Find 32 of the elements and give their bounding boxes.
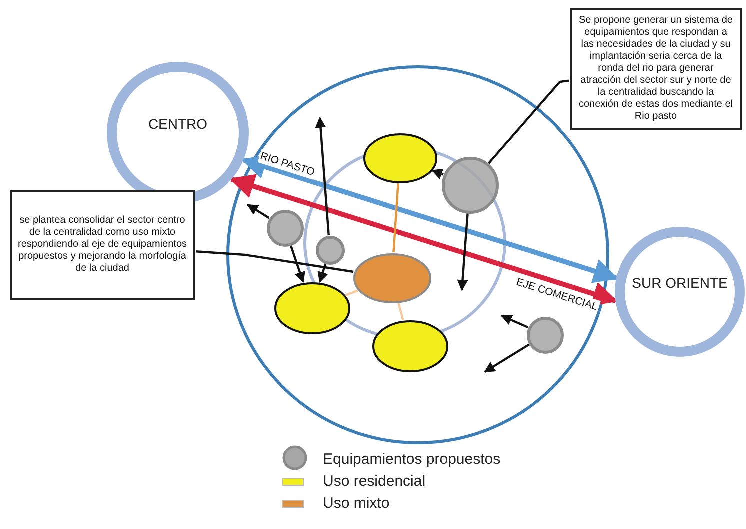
legend-label: Uso residencial bbox=[323, 473, 426, 491]
arrow bbox=[247, 204, 270, 220]
leader-line bbox=[488, 80, 570, 164]
land-use-ellipse bbox=[362, 132, 438, 184]
note-box: Se propone generar un sistema de equipamientos que respondan a las necesidades de la ciudad y su implantación seria cerca de la ronda del rio para generar atracción del sector sur y norte de la centralidad buscando la conexión de estas dos mediante el Rio pasto bbox=[570, 8, 742, 130]
facility-circle bbox=[316, 236, 344, 264]
land-use-ellipse bbox=[274, 282, 350, 334]
facility-circle bbox=[526, 316, 564, 354]
arrow bbox=[484, 344, 530, 373]
facility-circle bbox=[266, 210, 304, 246]
arrow bbox=[229, 174, 618, 306]
place-ring bbox=[615, 227, 745, 357]
place-ring bbox=[107, 62, 249, 204]
arrow bbox=[290, 245, 306, 284]
connector-line bbox=[392, 183, 400, 253]
land-use-ellipse bbox=[352, 252, 432, 304]
connector-line bbox=[398, 302, 404, 320]
arrow bbox=[315, 116, 330, 236]
connector-line bbox=[345, 290, 358, 296]
leader-line bbox=[196, 250, 354, 274]
legend-label: Uso mixto bbox=[323, 495, 390, 513]
arrow bbox=[318, 263, 328, 284]
place-label: CENTRO bbox=[147, 115, 209, 133]
arrow bbox=[457, 213, 469, 292]
facility-circle bbox=[442, 156, 498, 214]
arrow bbox=[241, 154, 619, 284]
place-label: SUR ORIENTE bbox=[631, 274, 729, 292]
arrow bbox=[432, 168, 444, 180]
arrow bbox=[501, 314, 529, 328]
note-box: se plantea consolidar el sector centro de la centralidad como uso mixto respondiendo al eje de equipamientos propuestos y mejorando la morfología de la ciudad bbox=[10, 190, 195, 300]
land-use-ellipse bbox=[372, 320, 448, 372]
legend-label: Equipamientos propuestos bbox=[323, 451, 501, 469]
